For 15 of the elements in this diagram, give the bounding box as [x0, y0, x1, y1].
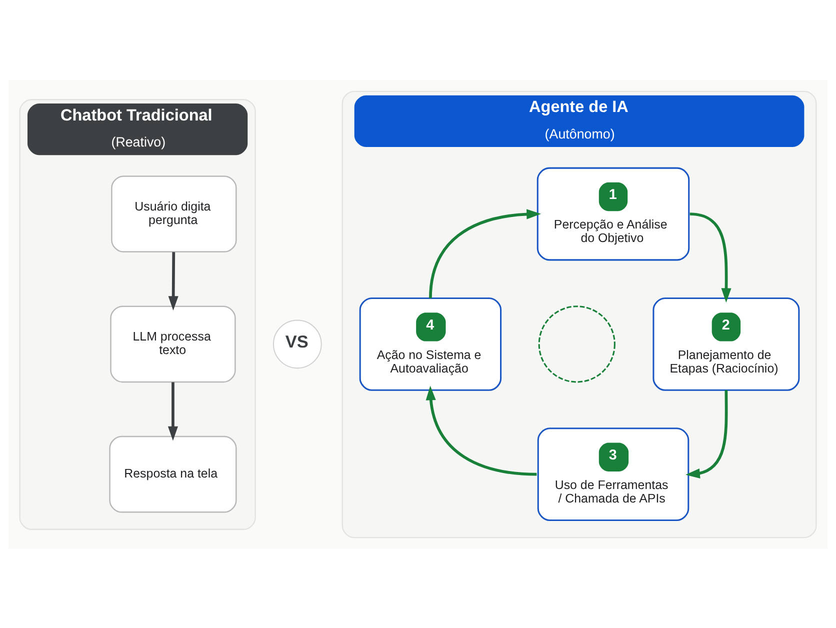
node-box: 2 Planejamento de Etapas (Raciocínio) — [652, 296, 800, 390]
node-box: Usuário digita pergunta — [111, 175, 237, 252]
node-box: 3 Uso de Ferramentas / Chamada de APIs — [537, 427, 690, 521]
node-box: LLM processa texto — [110, 305, 236, 382]
arrow — [168, 252, 178, 310]
node-box: 1 Percepção e Análise do Objetivo — [536, 166, 690, 260]
arrow — [690, 212, 732, 302]
node-box: Resposta na tela — [109, 435, 237, 512]
arrow — [426, 385, 537, 476]
node-circle: VS — [273, 319, 322, 368]
node-circle — [538, 305, 616, 382]
arrow — [686, 390, 728, 478]
arrow — [429, 208, 542, 298]
node-box: 4 Ação no Sistema e Autoavaliação — [359, 296, 502, 390]
arrow — [168, 382, 178, 440]
